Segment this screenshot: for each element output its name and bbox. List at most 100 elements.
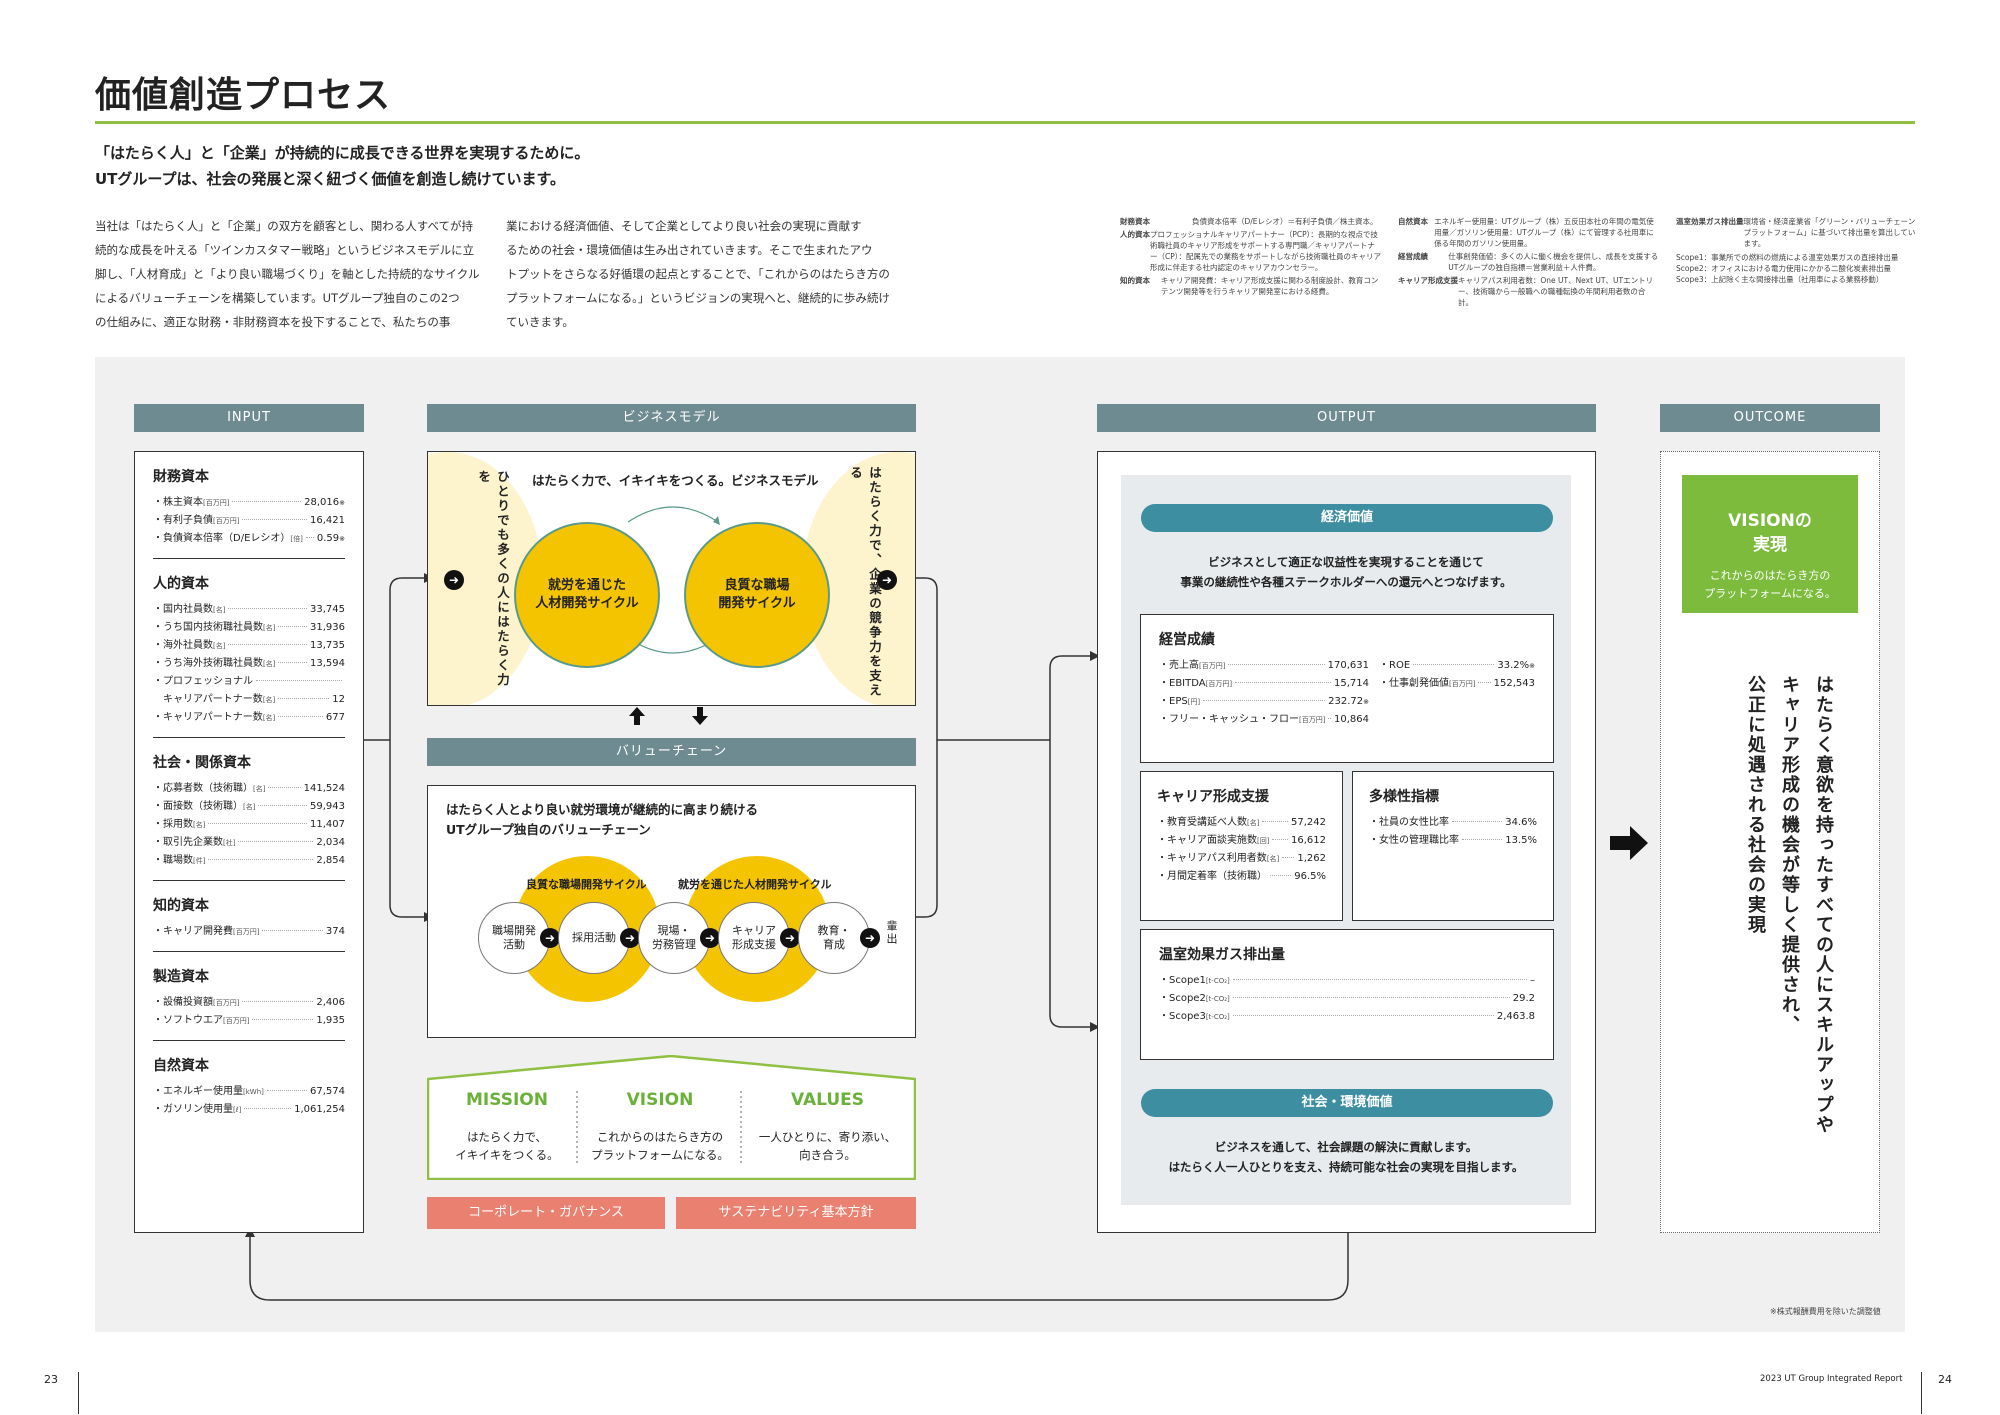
intro-line: ていきます。 [506, 315, 574, 329]
outcome-vertical-line: はたらく意欲を持ったすべての人にスキルアップや [1813, 675, 1834, 1135]
note-value: Scope3：上記除く主な間接排出量（社用車による業務移動） [1676, 275, 1884, 284]
leader-dots [242, 1001, 314, 1002]
metric-unit: [百万円] [1299, 716, 1326, 724]
metric-row: ・ソフトウエア[百万円]1,935 [153, 1012, 345, 1030]
footnote-mark: ※ [1363, 698, 1369, 706]
metric-value: 13,594 [310, 658, 345, 669]
metric-unit: [kWh] [243, 1088, 264, 1096]
node-workplace-development: 職場開発活動 [478, 902, 550, 974]
ghg-title: 温室効果ガス排出量 [1159, 947, 1285, 963]
page-title: 価値創造プロセス [95, 75, 392, 116]
metric-label: ・有利子負債 [153, 515, 213, 526]
metric-value: 31,936 [310, 622, 345, 633]
values-heading: VALUES [790, 1090, 865, 1110]
metric-row: ・面接数（技術職）[名]59,943 [153, 798, 345, 816]
vision-text-line: これからのはたらき方の [1709, 569, 1831, 582]
results-left-column: ・売上高[百万円]170,631・EBITDA[百万円]15,714・EPS[円… [1159, 657, 1369, 729]
circle-label: 良質な職場 [724, 578, 790, 593]
metric-unit: [名] [213, 606, 226, 614]
leader-dots [305, 537, 314, 538]
leader-dots [1462, 839, 1503, 840]
metric-label: ・ガソリン使用量 [153, 1104, 233, 1115]
note-key: 知的資本 [1120, 276, 1150, 285]
footer-divider-right [1921, 1372, 1922, 1414]
metric-label: ・EBITDA [1159, 678, 1206, 689]
vision-line: これからのはたらき方の [596, 1130, 724, 1144]
metric-row: ・EBITDA[百万円]15,714 [1159, 675, 1369, 693]
lead-line: UTグループは、社会の発展と深く紐づく価値を創造し続けています。 [95, 170, 566, 188]
note-key: 温室効果ガス排出量 [1676, 217, 1744, 226]
footnote-mark: ※ [339, 499, 345, 507]
metric-label: ・教育受講延べ人数 [1157, 817, 1247, 828]
metric-label: ・Scope3 [1159, 1011, 1206, 1022]
metric-label: ・国内社員数 [153, 604, 213, 615]
note-key: 人的資本 [1120, 230, 1150, 239]
intro-line: によるバリューチェーンを構築しています。UTグループ独自のこの2つ [95, 291, 460, 305]
metric-label: ・面接数（技術職） [153, 801, 243, 812]
value-chain-box: はたらく人とより良い就労環境が継続的に高まり続ける UTグループ独自のバリューチ… [427, 785, 916, 1038]
metric-label: ・キャリア開発費 [153, 926, 233, 937]
metric-row: ・売上高[百万円]170,631 [1159, 657, 1369, 675]
metric-label: ・設備投資額 [153, 997, 213, 1008]
leader-dots [266, 1090, 307, 1091]
metric-unit: [社] [223, 839, 236, 847]
metric-label: ・エネルギー使用量 [153, 1086, 243, 1097]
metric-label: ・うち海外技術職社員数 [153, 658, 263, 669]
vision-realization-text: これからのはたらき方の プラットフォームになる。 [1682, 567, 1858, 603]
corporate-governance-label: コーポレート・ガバナンス [427, 1197, 665, 1229]
leader-dots [228, 644, 307, 645]
value-chain-header: バリューチェーン [427, 738, 916, 766]
metric-row: ・プロフェッショナル [153, 673, 345, 691]
metric-label: ・採用数 [153, 819, 193, 830]
metric-unit: [百万円] [213, 517, 240, 525]
metric-value: 12 [332, 694, 345, 705]
metric-row: ・月間定着率（技術職）96.5% [1157, 868, 1326, 886]
metric-row: キャリアパートナー数[名]12 [153, 691, 345, 709]
economic-line: 事業の継続性や各種ステークホルダーへの還元へとつなげます。 [1180, 575, 1512, 589]
metric-unit: [名] [213, 642, 226, 650]
leader-dots [278, 698, 330, 699]
page-number-right: 24 [1938, 1373, 1952, 1386]
metric-label: ・女性の管理職比率 [1369, 835, 1459, 846]
arrow-right-icon: ➜ [780, 928, 800, 948]
note-value: エネルギー使用量：UTグループ（株）五反田本社の年間の電気使用量／ガソリン使用量… [1434, 217, 1654, 248]
output-header: OUTPUT [1097, 404, 1596, 432]
metric-value: 16,421 [310, 515, 345, 526]
leader-dots [232, 501, 302, 502]
intro-line: プラットフォームになる。」というビジョンの実現へと、継続的に歩み続け [506, 291, 890, 305]
metric-value: 11,407 [310, 819, 345, 830]
leader-dots [208, 859, 314, 860]
metric-label: ・キャリア面談実施数 [1157, 835, 1257, 846]
metric-row: ・職場数[件]2,854 [153, 852, 345, 870]
capital-title: 社会・関係資本 [153, 755, 251, 771]
note-value: 仕事創発価値：多くの人に働く機会を提供し、成長を支援するUTグループの独自指標＝… [1448, 252, 1659, 272]
business-model-box: はたらく力で、イキイキをつくる。ビジネスモデル ひとりでも多くの人にはたらく力を… [427, 451, 916, 706]
social-value-text: ビジネスを通して、社会課題の解決に貢献します。 はたらく人一人ひとりを支え、持続… [1121, 1137, 1571, 1177]
metric-value: 34.6% [1505, 817, 1537, 828]
note-key: 経営成績 [1398, 252, 1428, 261]
mission-line: はたらく力で、 [467, 1130, 547, 1144]
metric-label: ・職場数 [153, 855, 193, 866]
metric-row: ・株主資本[百万円]28,016※ [153, 494, 345, 512]
metric-row: ・仕事創発価値[百万円]152,543 [1379, 675, 1535, 693]
intro-col1: 当社は「はたらく人」と「企業」の双方を顧客とし、関わる人すべてが持 続的な成長を… [95, 214, 490, 334]
metric-value: 1,061,254 [294, 1104, 345, 1115]
metric-unit: [ℓ] [233, 1106, 242, 1114]
mission-block: MISSION はたらく力で、イキイキをつくる。 [427, 1090, 587, 1164]
capital-title: 知的資本 [153, 898, 209, 914]
circle-label: 開発サイクル [718, 596, 796, 611]
metric-value: 67,574 [310, 1086, 345, 1097]
metric-unit: [百万円] [203, 499, 230, 507]
output-box: 経済価値 ビジネスとして適正な収益性を実現することを通じて 事業の継続性や各種ス… [1097, 451, 1596, 1233]
left-vertical-text: ひとりでも多くの人にはたらく力を [476, 470, 510, 688]
leader-dots [208, 823, 307, 824]
metric-label: ・Scope1 [1159, 975, 1206, 986]
arrow-right-icon: ➜ [877, 570, 897, 590]
leader-dots [262, 930, 323, 931]
node-label: 形成支援 [732, 938, 776, 951]
notes-col3: 温室効果ガス排出量環境省・経済産業省「グリーン・バリューチェーンプラットフォーム… [1676, 216, 1916, 285]
metric-label: ・取引先企業数 [153, 837, 223, 848]
